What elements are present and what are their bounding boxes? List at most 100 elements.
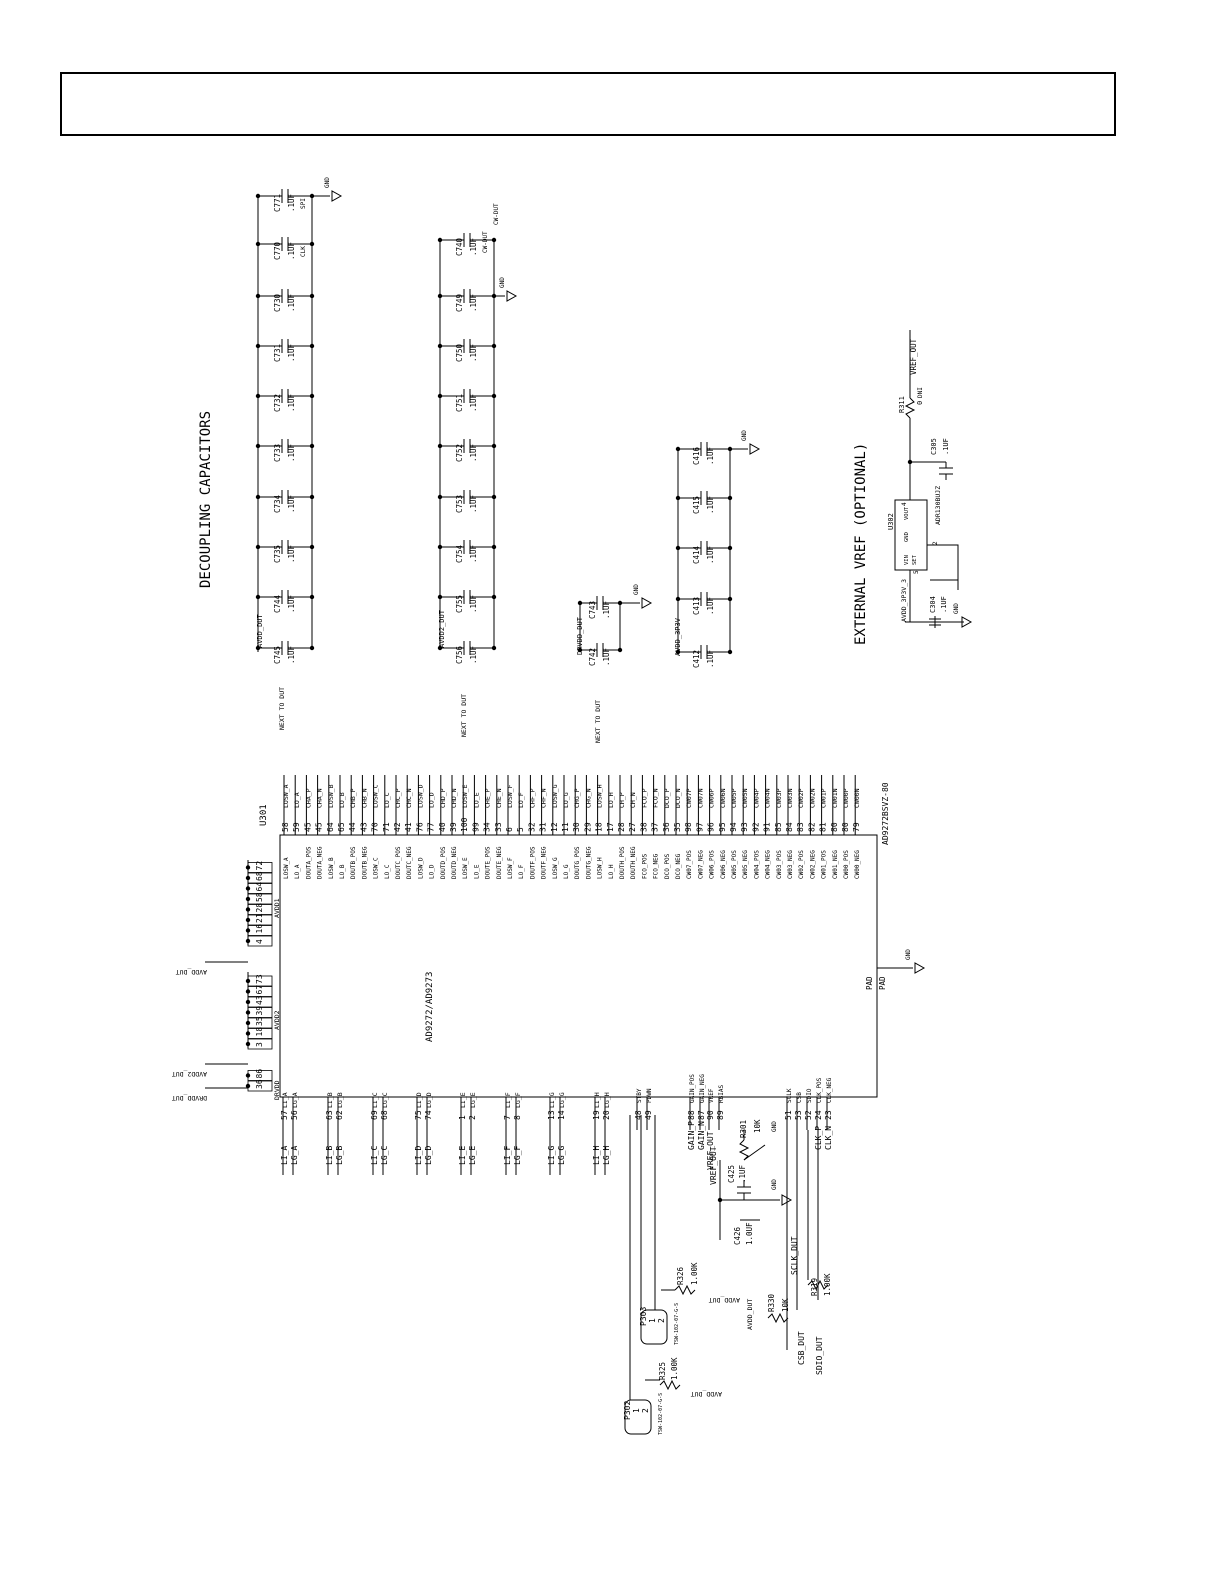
ic-right-pin-name: FCO_POS xyxy=(641,853,648,879)
ic-ctrl-pin-net: VREF_OUT xyxy=(706,1131,715,1170)
avdd1-pin-number: 58 xyxy=(255,892,264,902)
next-to-dut-label-2: NEXT TO DUT xyxy=(460,694,468,737)
avdd-bank-cap-ref: C733 xyxy=(273,444,282,462)
r326-avdd-net: AVDD_DUT xyxy=(709,1296,740,1304)
ic-left-pin-name: LG_C xyxy=(381,1092,389,1108)
ic-right-pin-name: CW00_POS xyxy=(843,850,850,879)
ic-right-pin-name: CW07_POS xyxy=(686,850,693,879)
c426-value: 1.0UF xyxy=(745,1222,754,1245)
ic-left-pin-net: LG_H xyxy=(602,1146,611,1165)
vref-gnd-label: GND xyxy=(953,603,960,614)
ic-right-pin-number: 95 xyxy=(718,822,727,832)
junction-dot xyxy=(245,1020,251,1026)
ic-right-pin-name: CW03_NEG xyxy=(787,850,794,879)
ic-right-pin-name: LO_G xyxy=(563,864,570,879)
ic-right-pin-number: 98 xyxy=(684,822,693,832)
ic-right-pin-name: LO_E xyxy=(473,864,480,879)
junction-dot xyxy=(675,649,681,655)
junction-dot xyxy=(491,393,497,399)
ic-ctrl-pin-number: 90 xyxy=(706,1110,715,1120)
r319-resistor xyxy=(807,1279,829,1291)
ic-ctrl-pin-net: GAIN_P xyxy=(687,1121,696,1150)
ic-ctrl-pin-name: RBIAS xyxy=(718,1085,725,1103)
u301-name: AD9272/AD9273 xyxy=(425,972,435,1042)
avdd-bank-cap-ref: C735 xyxy=(273,545,282,563)
avdd2-bank-cap-ref: C751 xyxy=(455,394,464,412)
ic-right-pin-number: 83 xyxy=(796,822,805,832)
ic-right-pin-name: CW04_POS xyxy=(753,850,760,879)
labels-layer: DECOUPLING CAPACITORSC745.1UFC744.1UFC73… xyxy=(172,177,960,1435)
pad-label: PAD xyxy=(865,976,874,990)
avdd2-pin-number: 35 xyxy=(255,1016,264,1026)
ic-left-pin-net: LI_D xyxy=(414,1146,423,1165)
ic-right-pin-number: 43 xyxy=(359,822,368,832)
junction-dot xyxy=(245,989,251,994)
ic-right-pin-number: 91 xyxy=(763,822,772,832)
drvdd-bank-gnd-label: GND xyxy=(633,584,640,595)
ic-right-pin-name: CW00_NEG xyxy=(854,850,861,879)
r326-value: 1.00K xyxy=(690,1262,699,1285)
next-to-dut-label-1: NEXT TO DUT xyxy=(278,687,286,730)
ic-right-pin-net: CHB_N xyxy=(360,788,368,808)
junction-dot xyxy=(245,907,251,912)
ic-right-pin-net: CHG_N xyxy=(584,788,592,808)
junction-dot xyxy=(245,938,251,944)
ic-left-pin-net: LG_E xyxy=(468,1146,477,1165)
junction-dot xyxy=(675,495,681,501)
ic-right-pin-net: CHA_P xyxy=(304,788,312,808)
ic-right-pin-number: 31 xyxy=(539,822,548,832)
junction-dot xyxy=(245,1010,251,1015)
ic-right-pin-name: CW02_POS xyxy=(798,850,805,879)
junction-dot xyxy=(437,343,443,349)
decoupling-title: DECOUPLING CAPACITORS xyxy=(198,411,214,588)
csb-net-label: CSB_DUT xyxy=(797,1331,806,1365)
ic-right-pin-number: 17 xyxy=(606,822,615,832)
ic-right-pin-net: CHA_N xyxy=(316,788,324,808)
ic-right-pin-name: LO_B xyxy=(339,864,346,879)
ic-right-pin-number: 58 xyxy=(281,822,290,832)
ic-right-pin-number: 5 xyxy=(516,827,525,832)
junction-dot xyxy=(309,594,315,600)
ic-right-pin-number: 71 xyxy=(382,822,391,832)
ic-right-pin-net: CHD_P xyxy=(439,788,447,808)
ic-right-pin-net: CHC_P xyxy=(394,788,402,808)
ic-right-pin-name: CW04_NEG xyxy=(765,850,772,879)
avdd2-bank-cap-note: CW-DUT xyxy=(482,231,489,253)
ic-left-pin-net: LI_H xyxy=(592,1146,601,1165)
ic-ctrl-pin-net: GAIN_N xyxy=(697,1121,706,1150)
ic-right-pin-name: DOUTB_NEG xyxy=(361,846,368,879)
ic-right-pin-name: LOSW_C xyxy=(373,857,380,879)
avdd1-pin-number: 28 xyxy=(255,903,264,913)
ic-left-pin-number: 75 xyxy=(414,1110,423,1120)
r330-avdd-net: AVDD_DUT xyxy=(746,1299,754,1330)
ic-right-pin-name: DOUTE_NEG xyxy=(496,846,503,879)
avdd2-bank-cap-value: .1UF xyxy=(469,594,478,613)
avdd1-pin-number: 4 xyxy=(255,939,264,944)
ic-supply-net-avdd: AVDD_DUT xyxy=(176,968,207,976)
ic-right-pin-net: CHF_P xyxy=(528,788,536,808)
avdd2-bank-cap-value: .1UF xyxy=(469,544,478,563)
ic-right-pin-net: CW03P xyxy=(775,788,783,808)
avdd-bank-cap-ref: C770 xyxy=(273,241,282,260)
ic-right-pin-number: 33 xyxy=(494,822,503,832)
avdd-bank-gnd-symbol xyxy=(331,190,343,202)
ic-ctrl-pin-number: 51 xyxy=(784,1110,793,1120)
ic-left-pin-net: LI_A xyxy=(280,1146,289,1165)
ic-left-pin-number: 69 xyxy=(370,1110,379,1120)
ic-right-pin-name: LO_H xyxy=(608,864,615,879)
avdd2-bank-cap-value: .1UF xyxy=(469,343,478,362)
junction-dot xyxy=(309,443,315,449)
avdd2-bank-cap-value: .1UF xyxy=(469,494,478,513)
ic-right-pin-name: DOUTB_POS xyxy=(350,846,357,879)
junction-dot xyxy=(491,645,497,651)
ic-right-pin-net: CHB_P xyxy=(349,788,357,808)
ic-right-pin-name: FCO_NEG xyxy=(653,853,660,879)
ic-right-pin-number: 94 xyxy=(729,822,738,832)
avdd3p3-bank-gnd-symbol xyxy=(749,443,761,455)
junction-dot xyxy=(727,545,733,551)
c426-ref: C426 xyxy=(733,1226,742,1245)
ic-right-pin-net: CW07N xyxy=(696,788,704,808)
junction-dot xyxy=(727,596,733,602)
junction-dot xyxy=(245,896,251,902)
ic-right-pin-net: CW01P xyxy=(820,788,828,808)
